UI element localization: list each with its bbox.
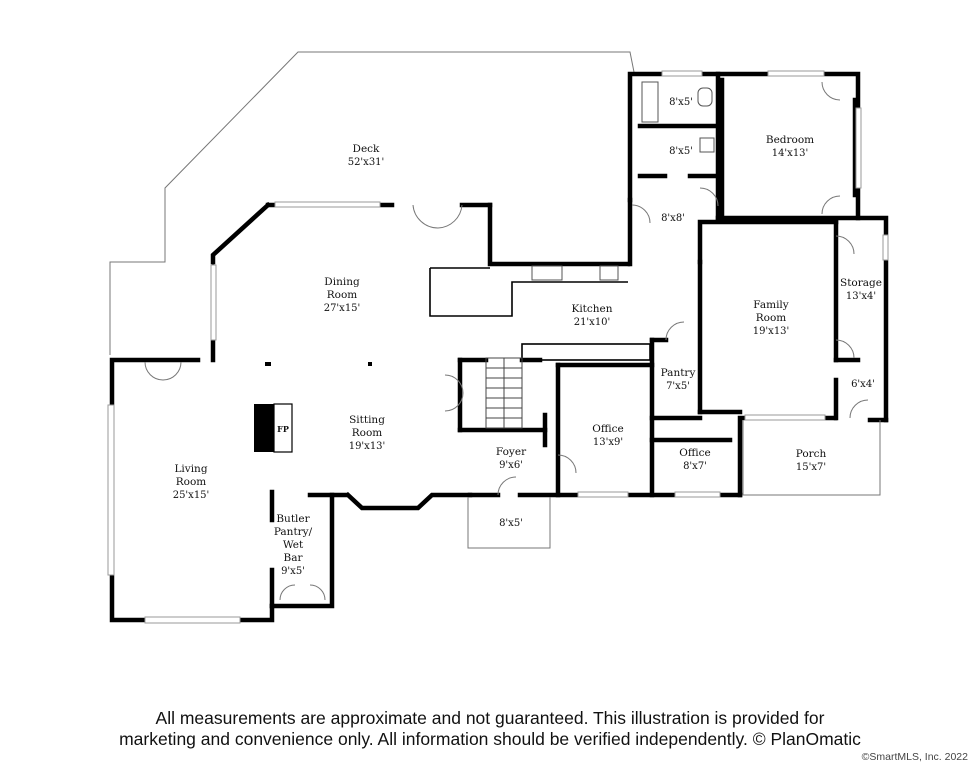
svg-text:Room: Room	[327, 289, 358, 301]
svg-text:Pantry/: Pantry/	[274, 526, 313, 538]
svg-text:Porch: Porch	[796, 448, 827, 460]
svg-text:Sitting: Sitting	[349, 414, 385, 426]
svg-text:6'x4': 6'x4'	[851, 379, 875, 390]
svg-text:Family: Family	[753, 299, 789, 311]
room-label-pantry: Pantry 7'x5'	[661, 367, 696, 392]
svg-text:9'x6': 9'x6'	[499, 460, 523, 471]
room-label-bath-upper: 8'x5'	[669, 97, 693, 108]
svg-text:9'x5': 9'x5'	[281, 566, 305, 577]
svg-text:Kitchen: Kitchen	[571, 303, 612, 315]
room-label-foyer: Foyer 9'x6'	[496, 446, 527, 471]
svg-text:7'x5': 7'x5'	[666, 381, 690, 392]
svg-text:8'x5': 8'x5'	[669, 146, 693, 157]
interior-walls	[254, 71, 861, 609]
svg-text:14'x13': 14'x13'	[772, 148, 809, 159]
svg-text:19'x13': 19'x13'	[753, 326, 790, 337]
svg-text:Office: Office	[679, 447, 711, 459]
svg-text:Room: Room	[352, 427, 383, 439]
svg-text:Wet: Wet	[283, 539, 304, 551]
windows-and-fixtures	[107, 70, 889, 624]
svg-text:8'x5': 8'x5'	[499, 518, 523, 529]
room-label-dining: Dining Room 27'x15'	[324, 276, 361, 314]
room-label-bath-lower: 8'x5'	[669, 146, 693, 157]
svg-text:13'x9': 13'x9'	[593, 437, 623, 448]
svg-text:Office: Office	[592, 423, 624, 435]
svg-text:Foyer: Foyer	[496, 446, 527, 458]
disclaimer-line-2: marketing and convenience only. All info…	[119, 729, 861, 749]
svg-text:Dining: Dining	[324, 276, 360, 288]
room-label-storage: Storage 13'x4'	[840, 277, 882, 302]
room-label-entry: 8'x5'	[499, 518, 523, 529]
room-label-kitchen: Kitchen 21'x10'	[571, 303, 612, 328]
deck-outline	[109, 51, 635, 355]
svg-text:8'x8': 8'x8'	[661, 213, 685, 224]
svg-text:Storage: Storage	[840, 277, 882, 289]
room-label-sitting: Sitting Room 19'x13'	[349, 414, 386, 452]
room-label-closet: 6'x4'	[851, 379, 875, 390]
disclaimer: All measurements are approximate and not…	[40, 708, 940, 750]
svg-text:13'x4': 13'x4'	[846, 291, 876, 302]
svg-text:Bedroom: Bedroom	[766, 134, 814, 146]
fireplace-label: FP	[277, 424, 289, 434]
room-label-hall: 8'x8'	[661, 213, 685, 224]
disclaimer-line-1: All measurements are approximate and not…	[155, 708, 825, 728]
room-labels: Deck 52'x31' 8'x5' 8'x5' Bedroom 14'x13'…	[173, 97, 882, 577]
copyright-notice: ©SmartMLS, Inc. 2022	[861, 751, 968, 763]
room-label-living: Living Room 25'x15'	[173, 463, 210, 501]
svg-text:Bar: Bar	[284, 552, 304, 564]
svg-text:19'x13': 19'x13'	[349, 441, 386, 452]
room-label-family: Family Room 19'x13'	[753, 299, 790, 337]
room-label-butler-pantry: Butler Pantry/ Wet Bar 9'x5'	[274, 513, 313, 577]
svg-text:27'x15': 27'x15'	[324, 303, 361, 314]
room-label-office-small: Office 8'x7'	[679, 447, 711, 472]
svg-text:21'x10': 21'x10'	[574, 317, 611, 328]
svg-text:8'x5': 8'x5'	[669, 97, 693, 108]
room-label-deck: Deck 52'x31'	[348, 143, 385, 168]
svg-text:15'x7': 15'x7'	[796, 462, 826, 473]
svg-text:Room: Room	[176, 476, 207, 488]
svg-text:52'x31': 52'x31'	[348, 157, 385, 168]
room-label-porch: Porch 15'x7'	[796, 448, 827, 473]
svg-text:Room: Room	[756, 312, 787, 324]
svg-text:8'x7': 8'x7'	[683, 461, 707, 472]
svg-text:25'x15': 25'x15'	[173, 490, 210, 501]
room-label-office-large: Office 13'x9'	[592, 423, 624, 448]
room-label-bedroom: Bedroom 14'x13'	[766, 134, 814, 159]
svg-text:Deck: Deck	[353, 143, 381, 155]
svg-text:Living: Living	[174, 463, 207, 475]
exterior-walls	[109, 71, 889, 623]
svg-text:Pantry: Pantry	[661, 367, 696, 379]
svg-text:Butler: Butler	[276, 513, 310, 525]
